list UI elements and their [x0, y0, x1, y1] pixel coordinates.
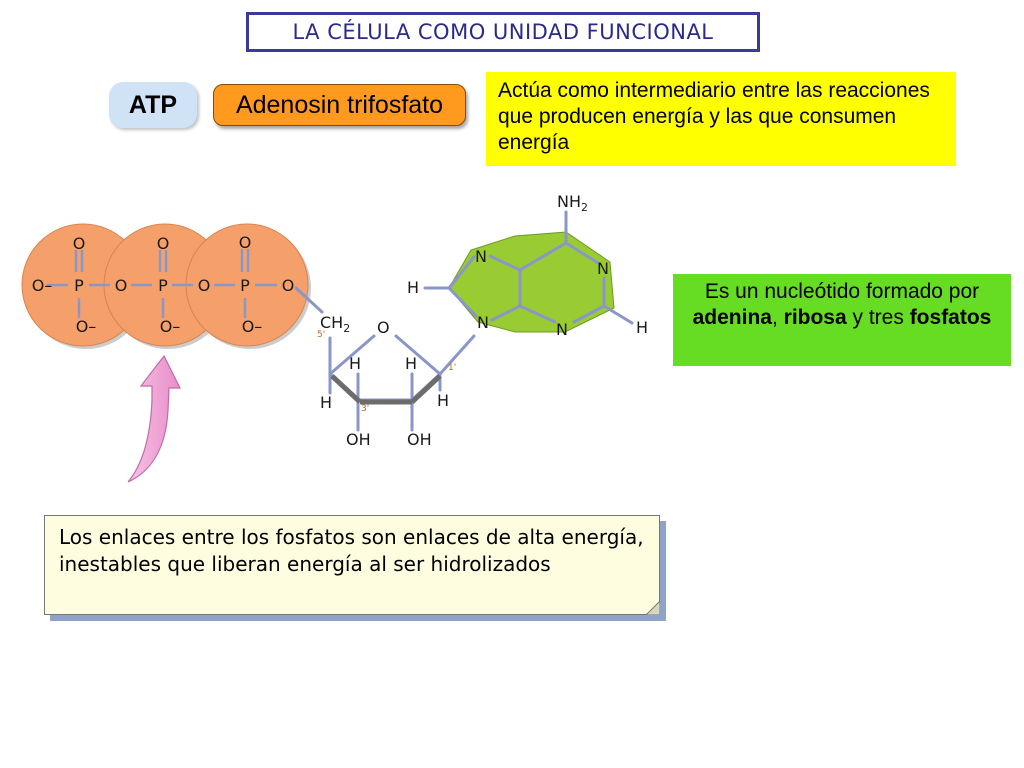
phosphate-P-3: P: [240, 276, 250, 295]
phosphate-O-bridge-2: O: [198, 276, 211, 295]
phosphate-O-minus-bottom-2: O–: [160, 317, 181, 336]
adenine-ring-fill: [448, 231, 615, 333]
adenine-NH2: NH2: [557, 192, 588, 214]
nucleotide-text-sep1: ,: [771, 306, 784, 329]
nucleotide-text-prefix: Es un nucleótido formado por: [704, 280, 980, 303]
phosphate-group: O O O O– P O P O P O O– O– O–: [21, 223, 311, 349]
ribose-OH-3: OH: [346, 430, 371, 449]
phosphate-O-top-2: O: [157, 234, 170, 253]
ribose-H-c3-left: H: [320, 393, 332, 412]
ribose-term: ribosa: [783, 306, 847, 329]
phosphate-O-bridge-1: O: [115, 276, 128, 295]
nucleotide-description: Es un nucleótido formado por adenina, ri…: [673, 274, 1011, 366]
ribose-ring-O: O: [377, 318, 390, 337]
carbon-3-prime: 3': [361, 404, 369, 414]
phosphate-O-minus-bottom-3: O–: [242, 317, 263, 336]
adenine-group: NH2 N N N N H H: [407, 192, 648, 339]
ribose-group: CH2 O H H H H OH OH 5' 3' 1': [294, 286, 476, 449]
ribose-H-c2: H: [405, 354, 417, 373]
adenine-N1: N: [597, 259, 609, 278]
carbon-5-prime: 5': [317, 330, 325, 340]
note-folded-corner-icon: [646, 601, 660, 615]
phosphates-term: fosfatos: [909, 306, 992, 329]
phosphate-O-top-3: O: [239, 233, 252, 252]
adenine-N9: N: [477, 313, 489, 332]
ribose-CH2-label: CH2: [320, 313, 350, 335]
adenine-term: adenina: [692, 306, 772, 329]
ribose-H-c1: H: [437, 391, 449, 410]
phosphate-O-top-1: O: [73, 234, 86, 253]
phosphate-P-1: P: [74, 276, 84, 295]
adenine-H-c8: H: [407, 278, 419, 297]
ribose-H-c4: H: [349, 354, 361, 373]
phosphate-P-2: P: [158, 276, 168, 295]
slide-title: LA CÉLULA COMO UNIDAD FUNCIONAL: [246, 12, 760, 52]
adenine-H-c2: H: [636, 318, 648, 337]
pink-arrow: [127, 354, 181, 483]
high-energy-bond-text: Los enlaces entre los fosfatos son enlac…: [59, 525, 644, 576]
phosphate-O-minus-bottom-1: O–: [76, 317, 97, 336]
carbon-1-prime: 1': [448, 363, 456, 373]
adenine-N3: N: [556, 320, 568, 339]
nucleotide-text-sep2: y tres: [846, 306, 910, 329]
phosphate-O-minus-left: O–: [32, 276, 53, 295]
phosphate-O-bridge-3: O: [282, 276, 295, 295]
high-energy-bond-note: Los enlaces entre los fosfatos son enlac…: [44, 515, 660, 615]
ribose-OH-2: OH: [407, 430, 432, 449]
atp-role-description: Actúa como intermediario entre las reacc…: [486, 72, 956, 166]
atp-label: ATP: [109, 82, 197, 128]
atp-fullname-label: Adenosin trifosfato: [213, 84, 466, 126]
adenine-N7: N: [475, 247, 487, 266]
